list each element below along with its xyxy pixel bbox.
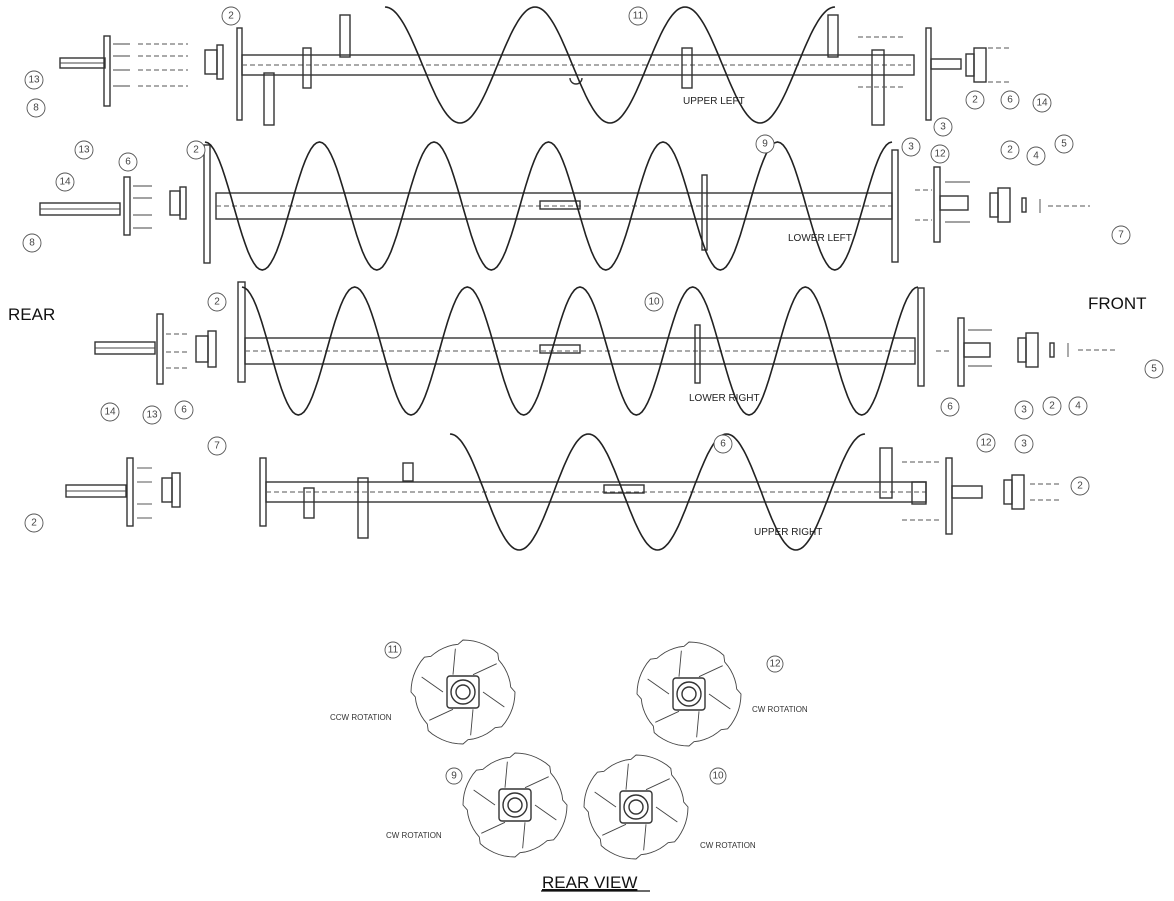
rear-view-title: REAR VIEW xyxy=(542,873,637,892)
callout-7: 7 xyxy=(1111,225,1131,245)
rotation-label: CCW ROTATION xyxy=(330,713,392,722)
upper-left-auger: UPPER LEFT xyxy=(59,6,1010,126)
callout-11: 11 xyxy=(628,6,648,26)
callout-2: 2 xyxy=(1042,396,1062,416)
callout-4: 4 xyxy=(1068,396,1088,416)
svg-text:7: 7 xyxy=(214,441,220,452)
callout-5: 5 xyxy=(1054,134,1074,154)
svg-text:3: 3 xyxy=(1021,439,1027,450)
lower-left-label: LOWER LEFT xyxy=(788,233,852,244)
svg-text:2: 2 xyxy=(193,145,199,156)
svg-text:6: 6 xyxy=(125,157,131,168)
rear-view-disc: CW ROTATION 9 xyxy=(386,752,568,858)
rear-label: REAR xyxy=(8,305,55,324)
upper-right-label: UPPER RIGHT xyxy=(754,527,822,538)
rear-view-item-number: 11 xyxy=(388,645,399,656)
callout-3: 3 xyxy=(901,137,921,157)
rear-view-disc: CW ROTATION 10 xyxy=(583,754,756,860)
lower-left-auger: LOWER LEFT xyxy=(39,141,1090,271)
callout-6: 6 xyxy=(1000,90,1020,110)
callout-6: 6 xyxy=(118,152,138,172)
svg-text:2: 2 xyxy=(214,297,220,308)
callout-2: 2 xyxy=(207,292,227,312)
lower-right-auger: LOWER RIGHT xyxy=(94,281,1118,416)
callout-14: 14 xyxy=(1032,93,1052,113)
svg-text:6: 6 xyxy=(181,405,187,416)
callout-2: 2 xyxy=(965,90,985,110)
callout-2: 2 xyxy=(1000,140,1020,160)
svg-text:7: 7 xyxy=(1118,230,1124,241)
svg-text:2: 2 xyxy=(31,518,37,529)
callout-6: 6 xyxy=(713,434,733,454)
rear-view-disc: CCW ROTATION 11 xyxy=(330,639,516,745)
svg-text:14: 14 xyxy=(1036,98,1048,109)
rear-view-item-number: 9 xyxy=(451,771,457,782)
svg-text:13: 13 xyxy=(146,410,158,421)
callout-5: 5 xyxy=(1144,359,1164,379)
svg-text:3: 3 xyxy=(1021,405,1027,416)
callout-14: 14 xyxy=(100,402,120,422)
callout-3: 3 xyxy=(933,117,953,137)
svg-text:5: 5 xyxy=(1061,139,1067,150)
callout-2: 2 xyxy=(221,6,241,26)
svg-text:14: 14 xyxy=(104,407,116,418)
upper-right-auger: UPPER RIGHT xyxy=(65,433,1060,551)
svg-text:9: 9 xyxy=(762,139,768,150)
svg-text:11: 11 xyxy=(633,11,644,22)
rotation-label: CW ROTATION xyxy=(752,705,808,714)
callout-4: 4 xyxy=(1026,146,1046,166)
rear-view-item-number: 10 xyxy=(712,771,724,782)
callout-8: 8 xyxy=(22,233,42,253)
svg-text:6: 6 xyxy=(947,402,953,413)
callout-balloons: 2 8 13 11 3 2 6 14 13 6 14 2 8 9 3 12 2 4 5 7 2 10 6 14 13 6 3 2 4 5 7… xyxy=(22,6,1164,533)
svg-text:8: 8 xyxy=(33,103,39,114)
svg-text:2: 2 xyxy=(228,11,234,22)
callout-13: 13 xyxy=(142,405,162,425)
callout-9: 9 xyxy=(755,134,775,154)
svg-text:6: 6 xyxy=(1007,95,1013,106)
callout-2: 2 xyxy=(1070,476,1090,496)
callout-6: 6 xyxy=(174,400,194,420)
callout-8: 8 xyxy=(26,98,46,118)
svg-text:3: 3 xyxy=(940,122,946,133)
callout-14: 14 xyxy=(55,172,75,192)
lower-right-label: LOWER RIGHT xyxy=(689,393,760,404)
callout-12: 12 xyxy=(976,433,996,453)
svg-text:10: 10 xyxy=(648,297,660,308)
callout-13: 13 xyxy=(74,140,94,160)
callout-12: 12 xyxy=(930,144,950,164)
callout-7: 7 xyxy=(207,436,227,456)
rotation-label: CW ROTATION xyxy=(386,831,442,840)
svg-text:12: 12 xyxy=(934,149,946,160)
svg-text:8: 8 xyxy=(29,238,35,249)
upper-left-label: UPPER LEFT xyxy=(683,96,745,107)
callout-2: 2 xyxy=(24,513,44,533)
svg-text:14: 14 xyxy=(59,177,71,188)
callout-3: 3 xyxy=(1014,434,1034,454)
callout-6: 6 xyxy=(940,397,960,417)
svg-text:6: 6 xyxy=(720,439,726,450)
front-label: FRONT xyxy=(1088,294,1147,313)
svg-text:12: 12 xyxy=(980,438,992,449)
svg-text:2: 2 xyxy=(1049,401,1055,412)
rear-view-disc: CW ROTATION 12 xyxy=(636,641,808,747)
svg-text:13: 13 xyxy=(78,145,90,156)
rotation-label: CW ROTATION xyxy=(700,841,756,850)
rear-view-item-number: 12 xyxy=(769,659,781,670)
callout-13: 13 xyxy=(24,70,44,90)
callout-2: 2 xyxy=(186,140,206,160)
svg-text:3: 3 xyxy=(908,142,914,153)
svg-text:2: 2 xyxy=(1007,145,1013,156)
svg-text:5: 5 xyxy=(1151,364,1157,375)
callout-10: 10 xyxy=(644,292,664,312)
svg-text:4: 4 xyxy=(1075,401,1081,412)
svg-text:4: 4 xyxy=(1033,151,1039,162)
svg-text:2: 2 xyxy=(972,95,978,106)
svg-text:13: 13 xyxy=(28,75,40,86)
svg-text:2: 2 xyxy=(1077,481,1083,492)
callout-3: 3 xyxy=(1014,400,1034,420)
